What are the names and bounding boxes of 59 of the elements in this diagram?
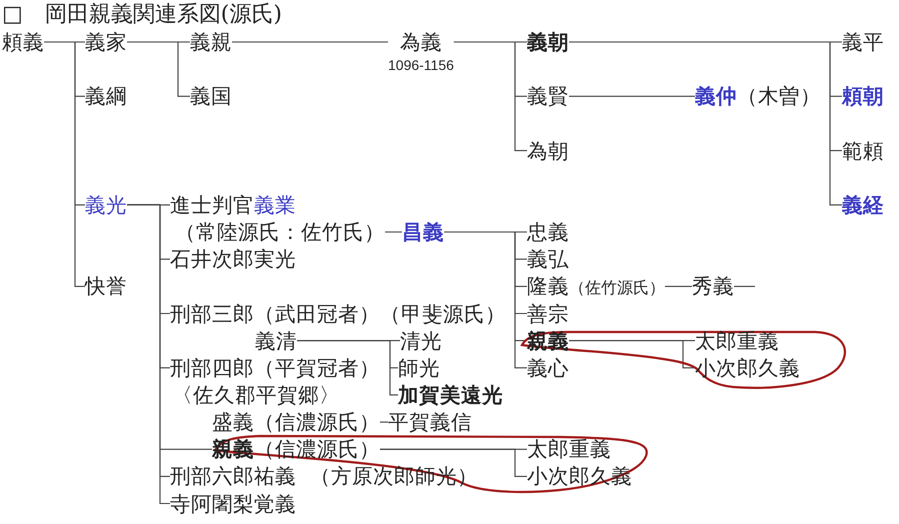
person-name: 刑部三郎（武田冠者）（甲斐源氏） (170, 302, 506, 326)
clan-note: （佐竹源氏） (569, 278, 665, 298)
lineage-line (380, 422, 388, 423)
rank-title: 進士判官 (170, 192, 254, 217)
lineage-line (297, 340, 398, 396)
person-name: 快誉 (85, 274, 127, 298)
person-name: 為朝 (527, 138, 569, 163)
person-name: 石井次郎実光 (170, 247, 296, 272)
person-name: 善宗 (527, 302, 569, 326)
person-name: 義清 (255, 328, 297, 353)
lineage-line (734, 286, 755, 287)
lineage-line (569, 96, 695, 97)
lineage-line (665, 286, 692, 287)
person-name: 頼朝 (842, 84, 884, 108)
lineage-line (44, 41, 85, 287)
person-name: 平賀義信 (388, 410, 472, 434)
person-name: 太郎重義 (695, 328, 779, 353)
person-name: 師光 (398, 356, 440, 380)
lineage-line (454, 41, 527, 152)
diagram-title: □ 岡田親義関連系図(源氏) (2, 2, 282, 28)
person-name: 小次郎久義 (695, 356, 800, 380)
person-name: 隆義 (527, 274, 569, 298)
person-name: 義心 (527, 356, 569, 380)
person-name: 義弘 (527, 247, 569, 272)
clan-note: （信濃源氏） (254, 410, 380, 434)
person-name: 義賢 (527, 84, 569, 108)
person-name: 清光 (400, 328, 442, 353)
person-name: 範頼 (842, 138, 884, 163)
person-name: 忠義 (527, 220, 569, 244)
lineage-line (127, 41, 190, 97)
person-name: 秀義 (692, 274, 734, 298)
person-name: 義仲 (695, 84, 737, 108)
person-name: 頼義 (2, 30, 44, 54)
lineage-line (444, 231, 527, 368)
clan-note: （常陸源氏：佐竹氏） (175, 220, 385, 244)
life-dates: 1096-1156 (388, 57, 454, 73)
person-name: 義国 (190, 84, 232, 108)
lineage-line (569, 340, 695, 368)
person-name: 寺阿闍梨覚義 (170, 492, 296, 516)
lineage-line (385, 231, 402, 233)
person-name: 義業 (254, 192, 296, 217)
person-name: 盛義 (212, 410, 254, 434)
person-name: 義家 (85, 30, 127, 54)
person-name: 加賀美遠光 (398, 382, 503, 407)
person-name: 刑部四郎（平賀冠者） (170, 356, 380, 380)
lineage-line (569, 41, 842, 206)
person-name: 義平 (842, 30, 884, 54)
name-note: （木曽） (737, 84, 821, 108)
person-name: 為義 (400, 30, 442, 54)
person-name: 刑部六郎祐義 (170, 464, 296, 488)
person-name: 義親 (190, 30, 232, 54)
person-name: 義綱 (85, 84, 127, 108)
person-name: 義朝 (527, 30, 569, 54)
lineage-line (232, 41, 388, 43)
person-name: 太郎重義 (527, 437, 611, 462)
place-note: 〈佐久郡平賀郷〉 (172, 382, 340, 407)
person-name: 義経 (842, 192, 884, 217)
person-name: 昌義 (402, 220, 444, 244)
person-name: 義光 (85, 192, 127, 217)
